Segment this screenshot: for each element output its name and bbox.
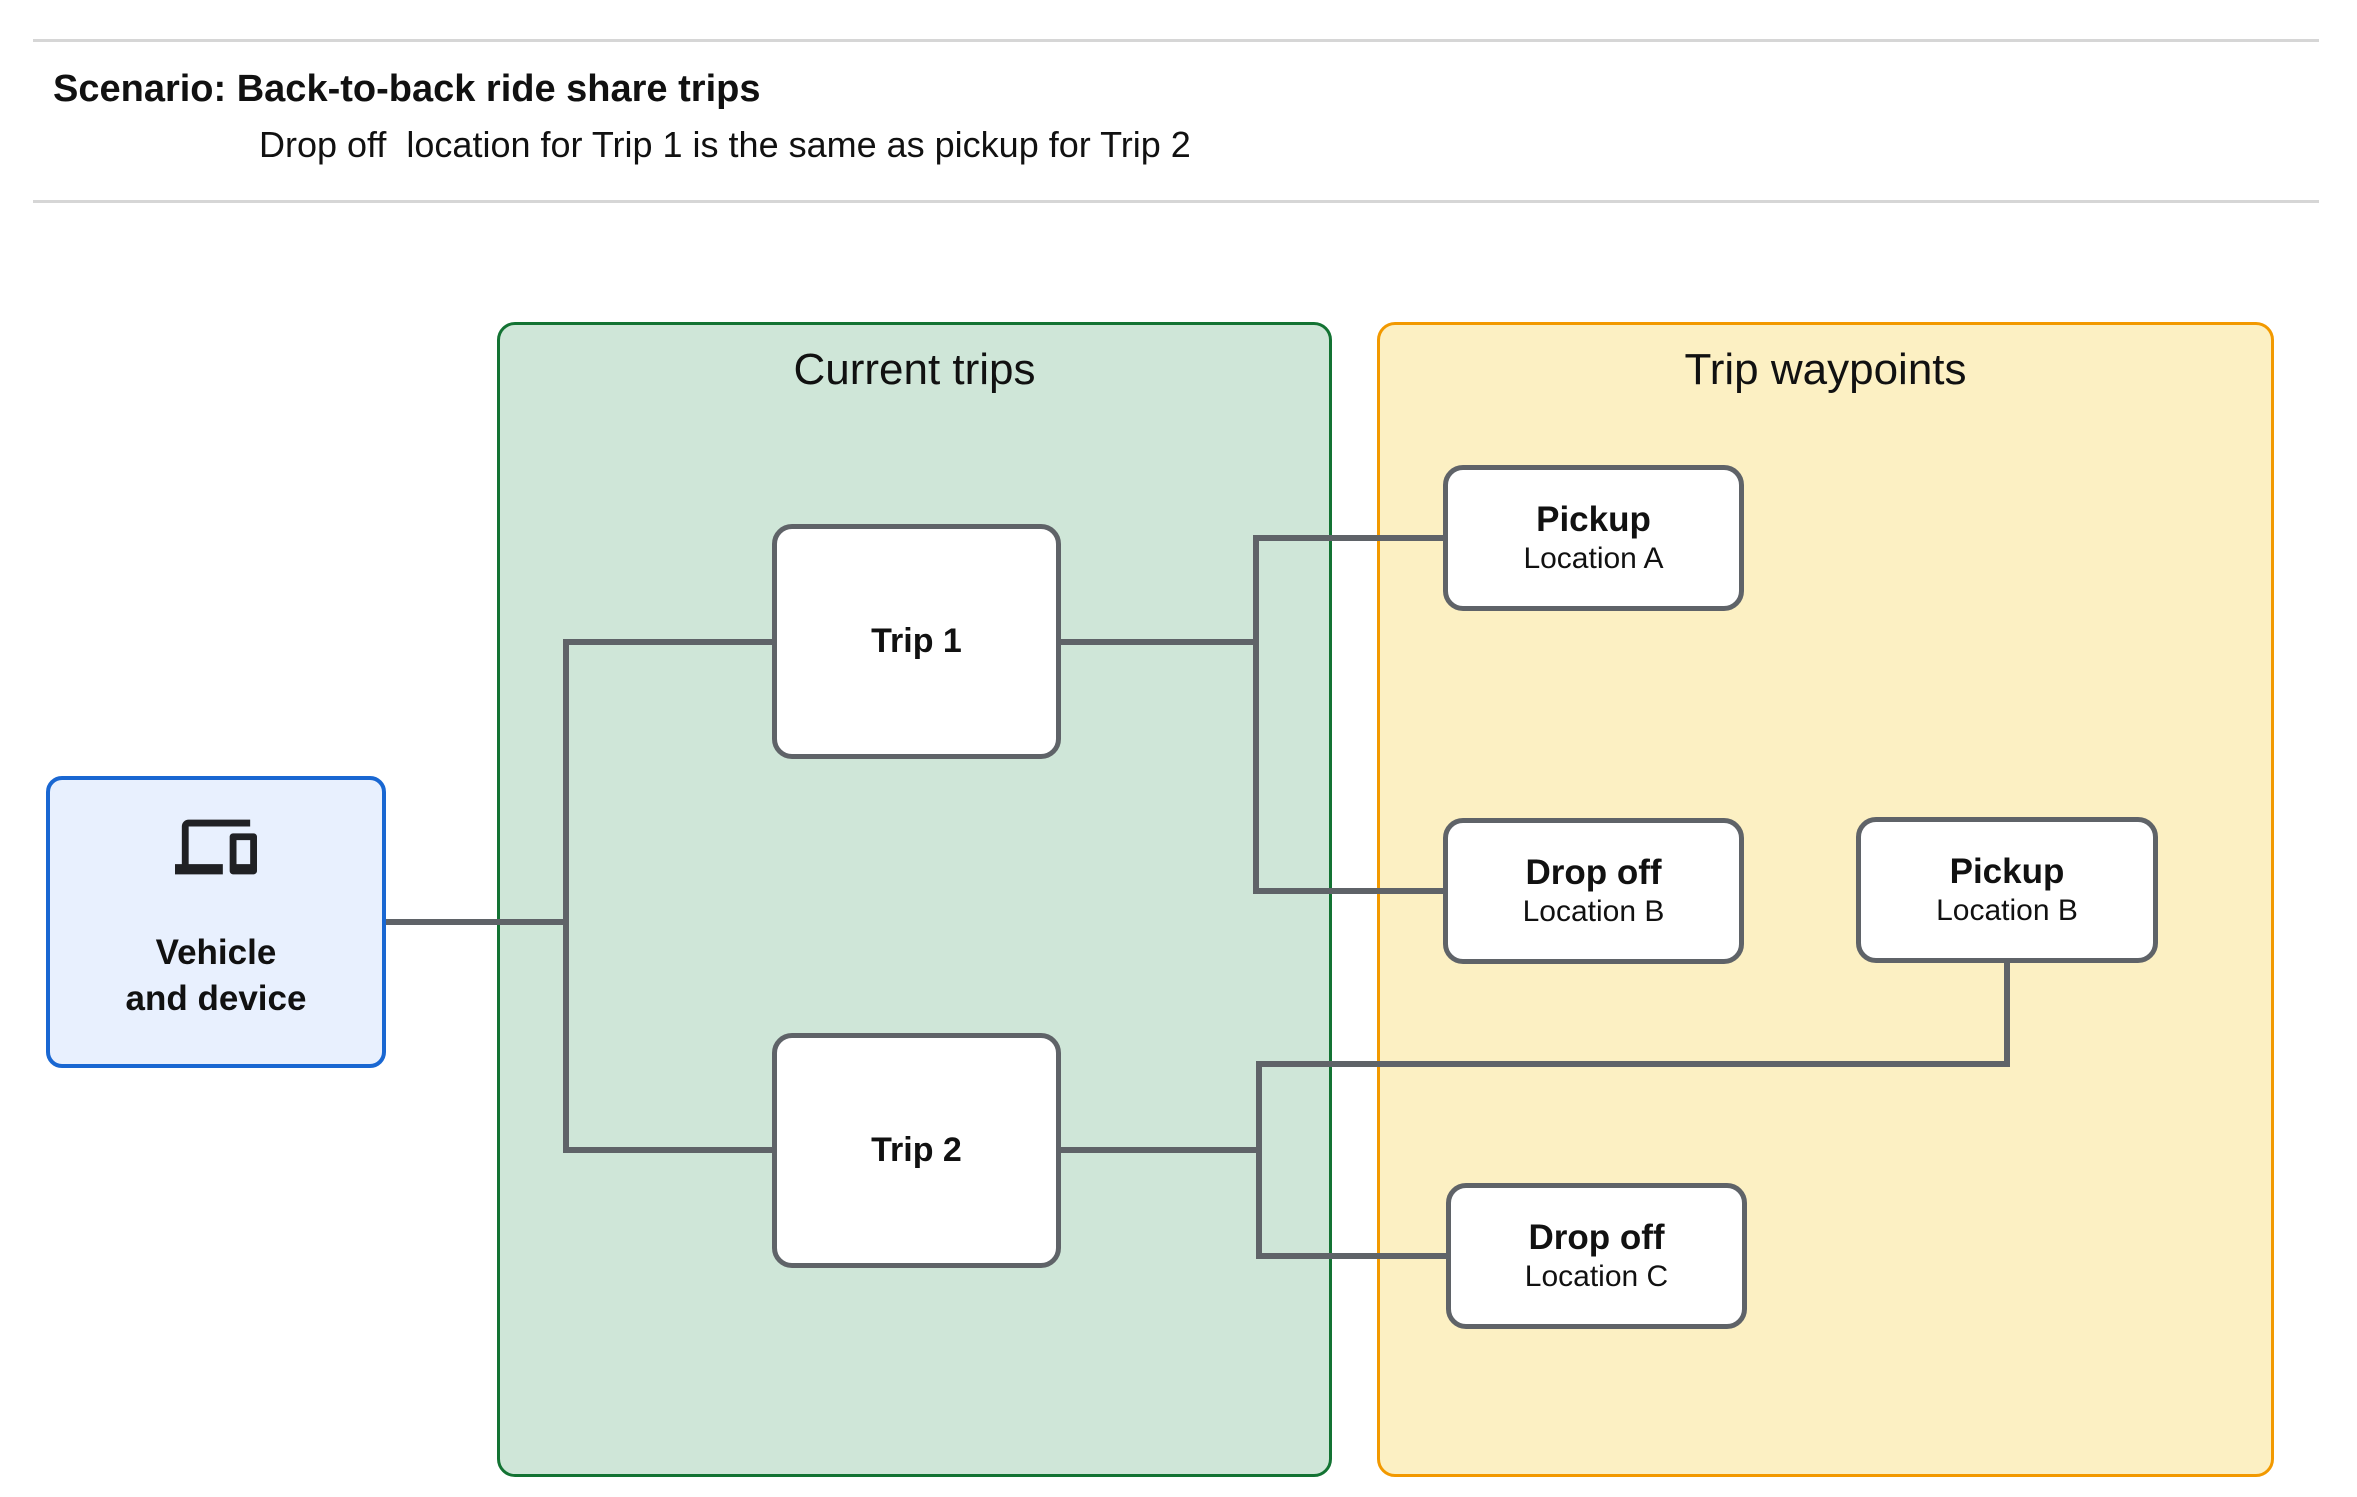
connector-trip2-to-waypoints xyxy=(1061,963,2010,1259)
waypoint-pickup-location-a: Pickup Location A xyxy=(1443,465,1744,611)
vehicle-label-line1: Vehicle xyxy=(155,933,277,972)
waypoint-title: Drop off xyxy=(1528,1218,1665,1257)
waypoint-title: Pickup xyxy=(1536,500,1651,539)
trip-1-node: Trip 1 xyxy=(772,524,1061,759)
connector-trip1-to-waypoints xyxy=(1061,535,1443,894)
waypoint-subtitle: Location B xyxy=(1936,894,2078,927)
trip-2-label: Trip 2 xyxy=(871,1131,962,1169)
waypoint-title: Pickup xyxy=(1949,852,2065,891)
vehicle-label: Vehicle and device xyxy=(126,930,307,1021)
vehicle-node: Vehicle and device xyxy=(46,776,386,1068)
waypoint-dropoff-location-b: Drop off Location B xyxy=(1443,818,1744,964)
waypoint-subtitle: Location A xyxy=(1523,542,1664,575)
page-title: Scenario: Back-to-back ride share trips xyxy=(53,68,761,110)
connector-vehicle-to-trips xyxy=(386,639,772,1153)
vehicle-label-line2: and device xyxy=(125,978,307,1018)
bottom-divider xyxy=(33,200,2319,203)
waypoint-title: Drop off xyxy=(1525,853,1662,892)
top-divider xyxy=(33,39,2319,42)
group-trip-waypoints-title: Trip waypoints xyxy=(1684,345,1967,394)
waypoint-dropoff-location-c: Drop off Location C xyxy=(1446,1183,1747,1329)
waypoint-subtitle: Location C xyxy=(1524,1260,1669,1293)
trip-2-node: Trip 2 xyxy=(772,1033,1061,1268)
waypoint-subtitle: Location B xyxy=(1522,895,1665,928)
devices-icon xyxy=(175,819,257,875)
page-subtitle: Drop off location for Trip 1 is the same… xyxy=(259,124,1191,165)
waypoint-pickup-location-b: Pickup Location B xyxy=(1856,817,2158,963)
group-current-trips-title: Current trips xyxy=(793,345,1036,394)
trip-1-label: Trip 1 xyxy=(871,622,962,660)
group-current-trips: Current trips xyxy=(497,322,1332,1477)
